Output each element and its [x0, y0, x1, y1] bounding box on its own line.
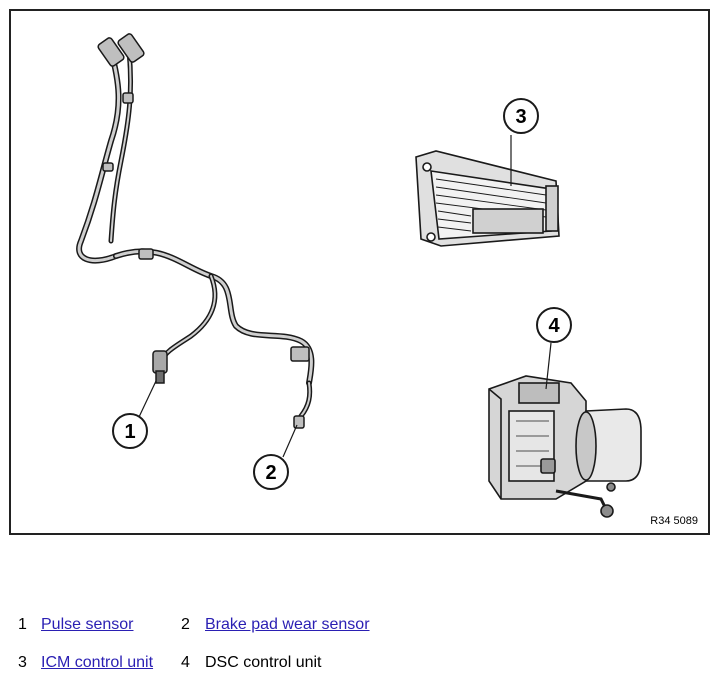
callout-1: 1 — [112, 413, 148, 449]
svg-text:1: 1 — [124, 421, 135, 443]
svg-text:4: 4 — [548, 315, 560, 337]
pulse-sensor — [152, 350, 168, 384]
icm-control-unit — [415, 150, 560, 247]
legend-number: 1 — [18, 616, 27, 633]
brake-pad-wear-sensor-link[interactable]: Brake pad wear sensor — [205, 616, 370, 633]
legend-number: 3 — [18, 654, 27, 671]
legend-number: 4 — [181, 654, 190, 671]
figure-reference-code: R34 5089 — [650, 515, 698, 527]
legend-row: 3 ICM control unit 4 DSC control unit — [0, 651, 720, 675]
callout-3: 3 — [503, 98, 539, 134]
pulse-sensor-link[interactable]: Pulse sensor — [41, 616, 134, 633]
harness-connectors — [97, 33, 310, 429]
dsc-control-unit-label: DSC control unit — [205, 654, 322, 671]
svg-text:2: 2 — [265, 462, 276, 484]
callout-2: 2 — [253, 454, 289, 490]
legend-row: 1 Pulse sensor 2 Brake pad wear sensor — [0, 613, 720, 637]
dsc-control-unit — [488, 375, 642, 518]
callout-4: 4 — [536, 307, 572, 343]
parts-illustration: 1 2 3 4 — [76, 33, 642, 518]
wiring-harness — [76, 48, 315, 426]
parts-diagram: 1 2 3 4 R34 5089 — [9, 9, 710, 535]
legend-number: 2 — [181, 616, 190, 633]
icm-control-unit-link[interactable]: ICM control unit — [41, 654, 154, 671]
svg-text:3: 3 — [515, 106, 526, 128]
